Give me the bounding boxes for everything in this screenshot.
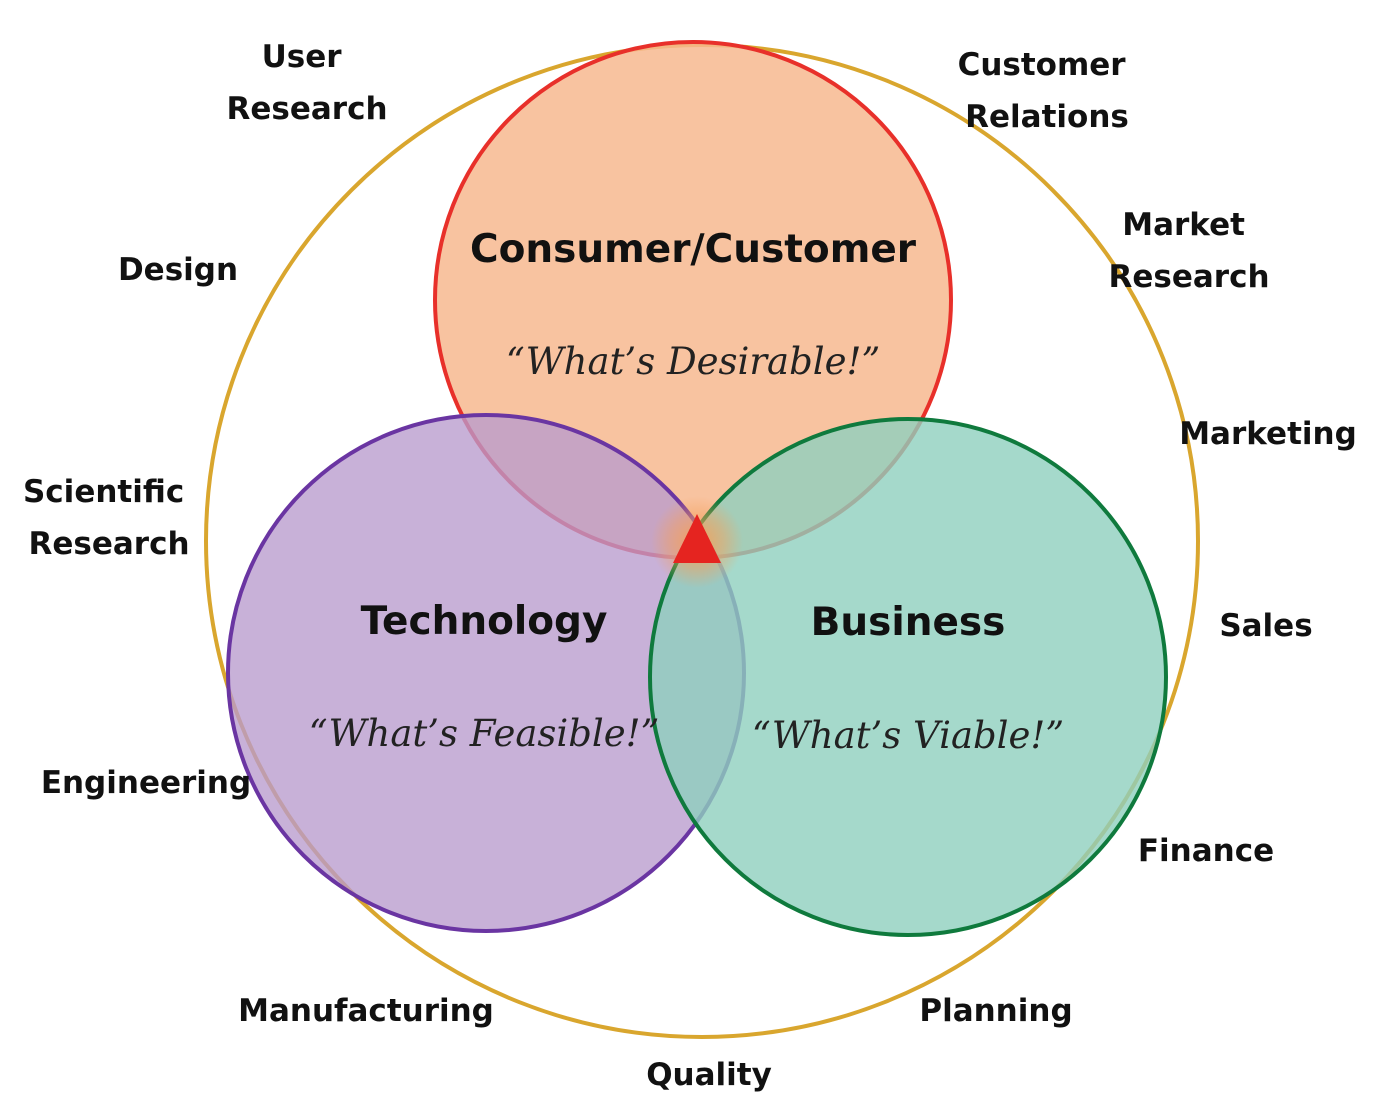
function-label-manufacturing: Manufacturing	[238, 993, 494, 1029]
consumer-customer-tagline: “What’s Desirable!”	[506, 340, 881, 383]
consumer-customer-label: Consumer/Customer	[470, 227, 917, 272]
function-label-planning: Planning	[919, 993, 1072, 1029]
function-label-marketing: Marketing	[1179, 416, 1357, 452]
function-label-user-research: User Research	[226, 39, 387, 127]
function-label-engineering: Engineering	[41, 765, 251, 801]
function-label-finance: Finance	[1138, 833, 1274, 869]
business-tagline: “What’s Viable!”	[752, 714, 1064, 757]
function-label-quality: Quality	[646, 1057, 772, 1093]
technology-tagline: “What’s Feasible!”	[309, 712, 660, 755]
technology-label: Technology	[361, 599, 608, 644]
function-label-scientific-research: Scientific Research	[23, 474, 195, 562]
business-label: Business	[811, 600, 1006, 645]
function-label-customer-relations: Customer Relations	[958, 47, 1137, 135]
function-label-sales: Sales	[1219, 608, 1312, 644]
business-circle	[648, 417, 1168, 937]
function-label-design: Design	[118, 252, 238, 288]
center-triangle-icon	[673, 514, 721, 563]
function-label-market-research: Market Research	[1108, 207, 1269, 295]
